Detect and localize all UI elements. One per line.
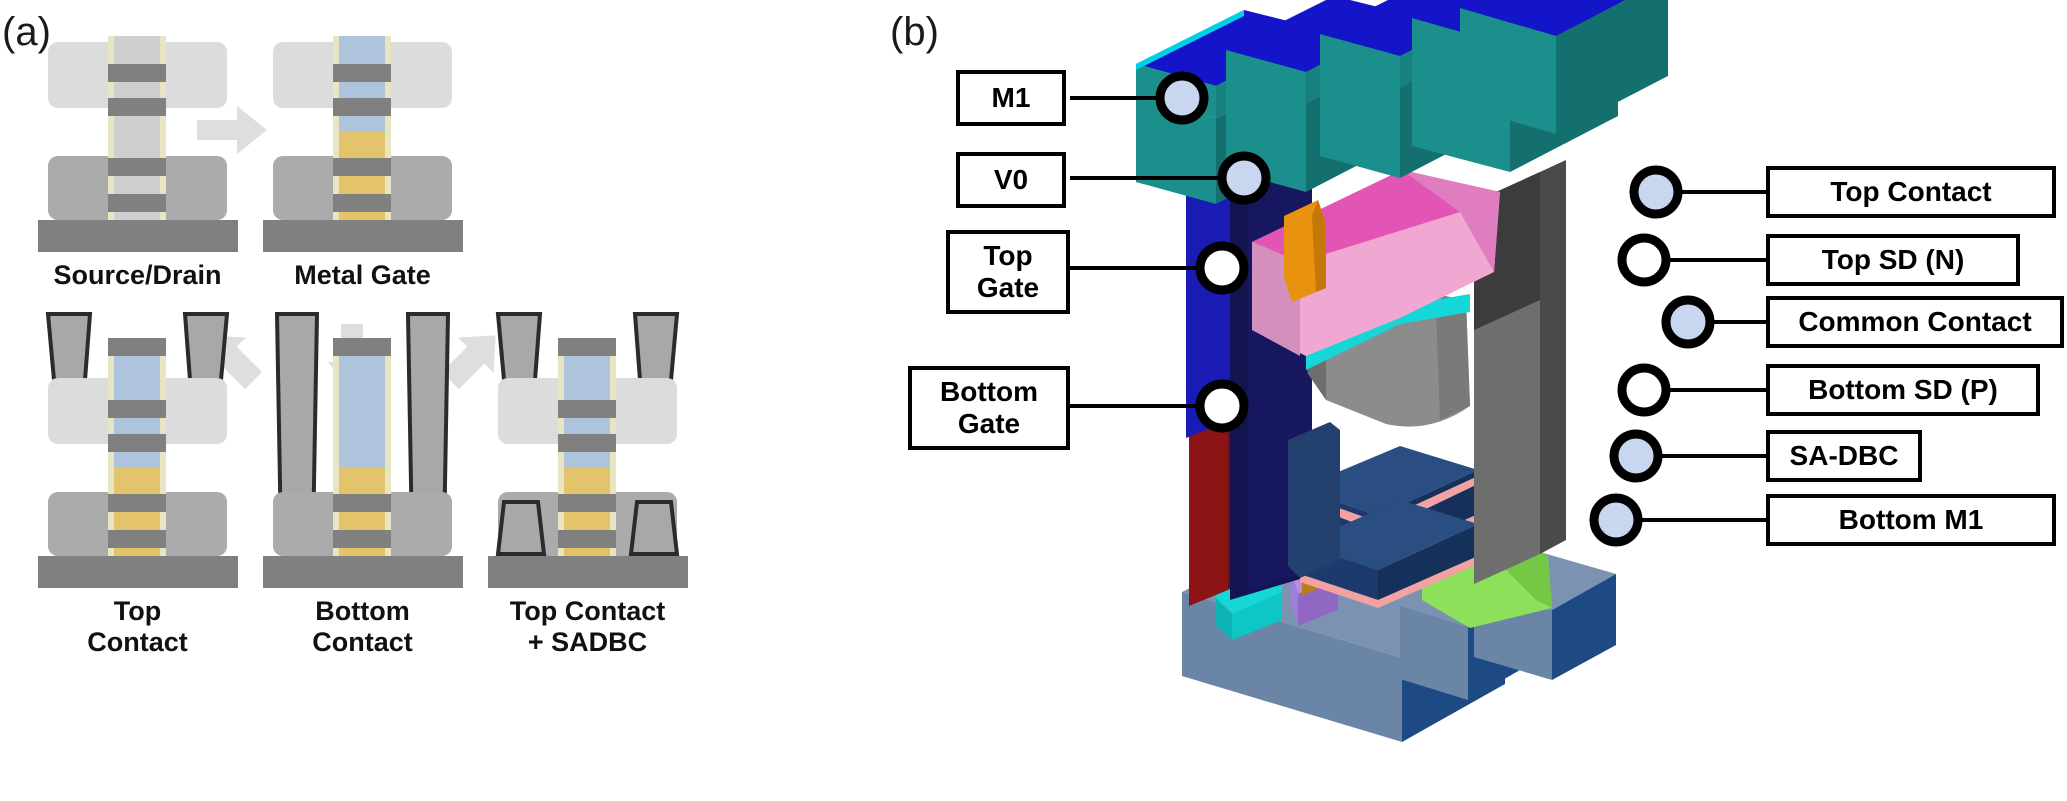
sd-block-bottom-right <box>382 492 452 556</box>
step-top-contact-sadbc: Top Contact + SADBC <box>480 308 695 657</box>
m1-layer <box>1136 0 1668 204</box>
pillar-core-top-gate <box>339 36 385 132</box>
substrate <box>263 220 463 252</box>
nanosheet-3 <box>108 158 166 176</box>
substrate <box>488 556 688 588</box>
marker-dots <box>1155 71 1715 547</box>
callout-top-sd-n-label: Top SD (N) <box>1821 243 1965 275</box>
panel-b-letter: (b) <box>890 10 939 54</box>
nanosheet-2 <box>108 98 166 116</box>
sd-block-top-right <box>607 378 677 444</box>
sd-block-bottom-right <box>157 156 227 220</box>
step-source-drain: Source/Drain <box>30 28 245 290</box>
nanosheet-1 <box>108 338 166 356</box>
sd-block-bottom-right <box>157 492 227 556</box>
callout-top-gate-label: Top Gate <box>976 239 1040 303</box>
sd-block-bottom-left <box>48 156 118 220</box>
callout-bottom-gate[interactable]: Bottom Gate <box>908 366 1070 450</box>
callout-common-contact-label: Common Contact <box>1798 305 2032 337</box>
callout-top-contact-label: Top Contact <box>1830 175 1992 207</box>
callout-v0[interactable]: V0 <box>956 152 1066 208</box>
sd-block-bottom-left <box>273 156 343 220</box>
callout-common-contact[interactable]: Common Contact <box>1766 296 2064 348</box>
arrow-right-icon <box>197 106 267 154</box>
step-bottom-contact: Bottom Contact <box>255 308 470 657</box>
sadbc-bars <box>495 500 680 556</box>
callout-top-contact[interactable]: Top Contact <box>1766 166 2056 218</box>
v0-orange-via <box>1284 200 1326 302</box>
nanosheet-4 <box>108 494 166 512</box>
nanosheet-1 <box>333 338 391 356</box>
cyan-liner-mid <box>1306 294 1470 370</box>
callout-top-gate[interactable]: Top Gate <box>946 230 1070 314</box>
callout-m1-label: M1 <box>991 81 1031 113</box>
sd-block-top-right <box>382 42 452 108</box>
nanosheet-4 <box>333 494 391 512</box>
callout-sa-dbc[interactable]: SA-DBC <box>1766 430 1922 482</box>
nanosheet-2 <box>108 400 166 418</box>
step-caption-source-drain: Source/Drain <box>53 260 222 290</box>
substrate <box>38 556 238 588</box>
nanosheet-2 <box>333 98 391 116</box>
bottom-sd-p-layer <box>1288 422 1478 608</box>
step-metal-gate: Metal Gate <box>255 28 470 290</box>
nanosheet-3 <box>108 434 166 452</box>
nanosheet-2 <box>558 400 616 418</box>
callout-bottom-sd-p[interactable]: Bottom SD (P) <box>1766 364 2040 416</box>
callout-bottom-gate-label: Bottom Gate <box>940 375 1038 439</box>
step-caption-bottom-contact: Bottom Contact <box>312 596 413 658</box>
callout-sa-dbc-label: SA-DBC <box>1789 439 1899 471</box>
sd-block-bottom-left <box>48 492 118 556</box>
nanosheet-4 <box>108 194 166 212</box>
callout-m1[interactable]: M1 <box>956 70 1066 126</box>
callout-top-sd-n[interactable]: Top SD (N) <box>1766 234 2020 286</box>
panel-a-letter: (a) <box>2 10 51 54</box>
callout-bottom-m1-label: Bottom M1 <box>1838 503 1984 535</box>
sd-block-top-left <box>498 378 568 444</box>
step-caption-metal-gate: Metal Gate <box>294 260 431 290</box>
nanosheet-3 <box>333 158 391 176</box>
nanosheet-1 <box>108 64 166 82</box>
nanosheet-5 <box>108 530 166 548</box>
step-caption-top-contact: Top Contact <box>87 596 188 658</box>
nanosheet-3 <box>558 434 616 452</box>
sd-block-bottom-right <box>382 156 452 220</box>
callout-bottom-sd-p-label: Bottom SD (P) <box>1808 373 1998 405</box>
sd-block-top-right <box>157 42 227 108</box>
step-top-contact: Top Contact <box>30 308 245 657</box>
callout-bottom-m1[interactable]: Bottom M1 <box>1766 494 2056 546</box>
nanosheet-5 <box>558 530 616 548</box>
sd-block-top-left <box>48 42 118 108</box>
callout-v0-label: V0 <box>993 163 1029 195</box>
nanosheet-5 <box>333 530 391 548</box>
substrate <box>38 220 238 252</box>
nanosheet-4 <box>333 194 391 212</box>
sd-block-bottom-left <box>273 492 343 556</box>
sd-block-top-left <box>273 42 343 108</box>
step-caption-top-contact-sadbc: Top Contact + SADBC <box>509 596 666 658</box>
pillar-core-top-gate <box>339 338 385 468</box>
bottom-contact-bars <box>274 312 451 542</box>
sd-block-top-left <box>48 378 118 444</box>
nanosheet-1 <box>558 338 616 356</box>
substrate <box>263 556 463 588</box>
nanosheet-4 <box>558 494 616 512</box>
arrow-down-right-icon <box>441 335 496 390</box>
nanosheet-1 <box>333 64 391 82</box>
sd-block-top-right <box>157 378 227 444</box>
